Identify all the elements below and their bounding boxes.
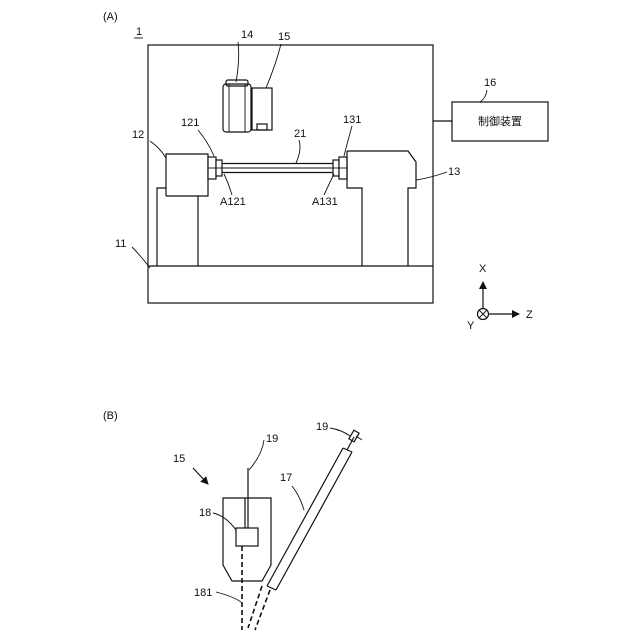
arrow-15b (193, 468, 208, 484)
ref-19a: 19 (266, 433, 278, 445)
ref-15b: 15 (173, 453, 185, 465)
ref-11: 11 (115, 238, 126, 250)
rod-beam-left (248, 586, 262, 628)
ref-12: 12 (132, 129, 144, 141)
ref-16: 16 (484, 77, 496, 89)
leader-21 (296, 140, 300, 163)
ref-21: 21 (294, 128, 306, 140)
leader-A131 (324, 174, 334, 195)
leader-18 (213, 513, 236, 530)
leader-19a (249, 440, 264, 470)
rod-17-bottom (267, 586, 276, 590)
machine-frame (148, 45, 433, 303)
ref-17: 17 (280, 472, 292, 484)
fiber-tip-stem (347, 437, 354, 450)
rod-beam-right (255, 590, 270, 630)
leader-13 (416, 172, 447, 180)
tailstock-front (347, 151, 362, 266)
tailstock-body (347, 151, 416, 266)
ref-1: 1 (136, 26, 142, 38)
fiber-tip-cap (349, 430, 359, 442)
ref-13: 13 (448, 166, 460, 178)
ref-15: 15 (278, 31, 290, 43)
leader-121 (198, 130, 214, 156)
leader-15 (266, 44, 281, 88)
laser-head-nozzle (257, 124, 267, 130)
leader-16 (480, 90, 487, 102)
optics-18 (236, 528, 258, 546)
axis-x-label: X (479, 263, 487, 275)
leader-14 (236, 42, 239, 82)
axis-z-label: Z (526, 309, 533, 321)
ref-14: 14 (241, 29, 253, 41)
ref-19b: 19 (316, 421, 328, 433)
axis-y-label: Y (467, 320, 475, 332)
leader-A121 (224, 174, 232, 195)
tool-turret (223, 84, 251, 132)
panel-b-label: (B) (103, 410, 118, 422)
ref-18: 18 (199, 507, 211, 519)
leader-19b (330, 428, 350, 436)
leader-12 (150, 141, 166, 158)
ref-A131: A131 (312, 196, 338, 208)
control-device-label: 制御装置 (478, 114, 522, 128)
headstock-body (157, 154, 208, 266)
ref-131: 131 (343, 114, 361, 126)
ref-181: 181 (194, 587, 212, 599)
ref-A121: A121 (220, 196, 246, 208)
panel-a-label: (A) (103, 11, 118, 23)
rod-17-left (267, 448, 343, 586)
leader-11 (132, 247, 150, 268)
leader-17 (292, 486, 304, 510)
leader-181 (216, 592, 241, 602)
ref-121: 121 (181, 117, 199, 129)
